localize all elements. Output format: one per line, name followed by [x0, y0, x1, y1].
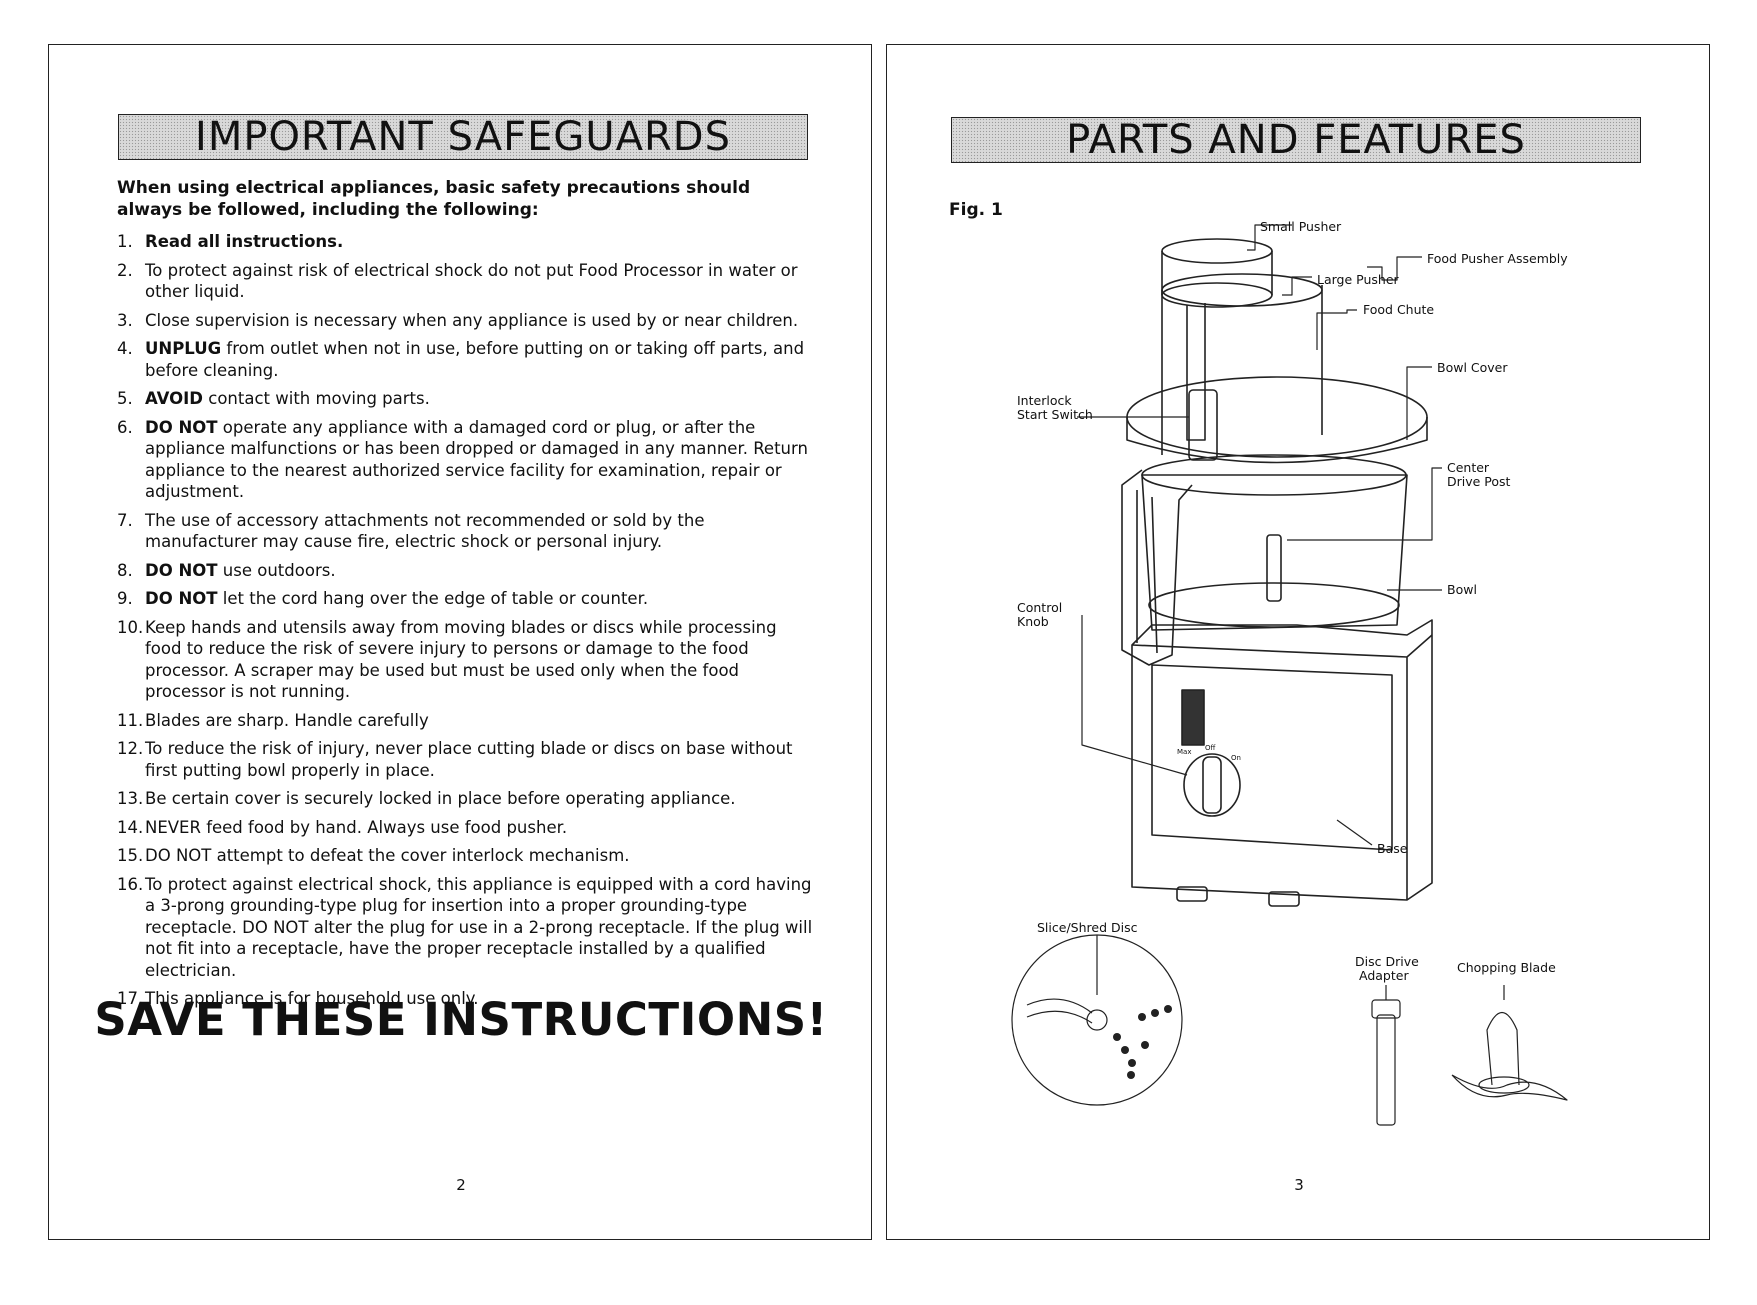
knob-label-max: Max	[1177, 748, 1192, 756]
safeguard-number: 15.	[117, 846, 144, 865]
base-shape	[1131, 619, 1433, 901]
safeguard-emphasis: UNPLUG	[145, 339, 222, 358]
right-page: PARTS AND FEATURES Fig. 1	[886, 44, 1710, 1240]
safeguard-item: 11.Blades are sharp. Handle carefully	[117, 710, 817, 732]
safeguard-emphasis: AVOID	[145, 389, 203, 408]
safeguard-number: 14.	[117, 817, 144, 837]
safeguard-number: 5.	[117, 389, 133, 408]
drive-post-shape	[1266, 534, 1282, 602]
safeguard-number: 16.	[117, 874, 144, 894]
figure-label: Fig. 1	[949, 200, 1003, 220]
safeguard-item: 2. To protect against risk of electrical …	[117, 260, 817, 303]
safeguard-item: 8. DO NOT use outdoors.	[117, 560, 817, 582]
knob-label-off: Off	[1205, 744, 1216, 752]
safeguards-list: 1. Read all instructions. 2. To protect aga…	[117, 231, 817, 1017]
safeguard-item: 13.Be certain cover is securely locked i…	[117, 788, 817, 810]
safeguard-text: DO NOT attempt to defeat the cover inter…	[145, 846, 630, 865]
page-number: 3	[1294, 1176, 1304, 1194]
label-food-pusher-assembly: Food Pusher Assembly	[1427, 251, 1568, 266]
safeguard-emphasis: Read all instructions.	[145, 232, 344, 251]
bowl-shape	[1141, 474, 1408, 631]
label-bowl: Bowl	[1447, 582, 1477, 597]
label-drive-post: Drive Post	[1447, 474, 1511, 489]
safeguard-text: To protect against electrical shock, thi…	[145, 874, 813, 980]
save-instructions-heading: SAVE THESE INSTRUCTIONS!	[94, 993, 828, 1046]
safeguard-item: 9. DO NOT let the cord hang over the edge…	[117, 588, 817, 610]
label-center: Center	[1447, 460, 1490, 475]
safeguard-number: 10.	[117, 617, 144, 637]
safeguard-text: Keep hands and utensils away from moving…	[145, 617, 777, 702]
safeguard-item: 7. The use of accessory attachments not r…	[117, 510, 817, 553]
safeguard-item: 4. UNPLUG from outlet when not in use, be…	[117, 338, 817, 381]
knob-label-on: On	[1231, 754, 1241, 762]
label-control: Control	[1017, 600, 1063, 615]
safeguard-text: operate any appliance with a damaged cor…	[145, 417, 808, 502]
safeguard-text: contact with moving parts.	[203, 389, 430, 408]
brand-logo-text: Kenmore	[1173, 709, 1182, 745]
label-knob: Knob	[1017, 614, 1049, 629]
safeguard-text: The use of accessory attachments not rec…	[145, 510, 705, 552]
safeguard-number: 4.	[117, 339, 133, 358]
safeguard-item: 6. DO NOT operate any appliance with a da…	[117, 417, 817, 503]
safeguard-number: 11.	[117, 710, 144, 730]
safeguard-text: NEVER feed food by hand. Always use food…	[145, 817, 568, 837]
safeguard-text: Close supervision is necessary when any …	[145, 310, 799, 330]
label-bowl-cover: Bowl Cover	[1437, 360, 1508, 375]
safeguard-number: 13.	[117, 789, 144, 808]
label-slice-shred-disc: Slice/Shred Disc	[1037, 920, 1138, 935]
safeguard-number: 9.	[117, 589, 133, 608]
safeguard-item: 14.NEVER feed food by hand. Always use f…	[117, 817, 817, 839]
left-page: IMPORTANT SAFEGUARDS When using electric…	[48, 44, 872, 1240]
safeguard-emphasis: DO NOT	[145, 589, 218, 608]
safeguard-text: This appliance is for household use only…	[145, 989, 479, 1008]
label-chopping-blade: Chopping Blade	[1457, 960, 1556, 975]
safeguard-item: 17.This appliance is for household use o…	[117, 988, 817, 1010]
safeguard-number: 2.	[117, 260, 133, 280]
safeguard-text: To reduce the risk of injury, never plac…	[145, 739, 793, 780]
safeguard-item: 1. Read all instructions.	[117, 231, 817, 253]
safeguard-number: 8.	[117, 560, 133, 580]
safeguards-intro: When using electrical appliances, basic …	[117, 178, 751, 220]
safeguard-number: 17.	[117, 989, 144, 1008]
safeguard-number: 6.	[117, 417, 133, 437]
bowl-handle-shape	[1121, 469, 1193, 666]
safeguard-item: 3. Close supervision is necessary when an…	[117, 310, 817, 332]
safeguard-item: 10.Keep hands and utensils away from mov…	[117, 617, 817, 703]
safeguard-text: Be certain cover is securely locked in p…	[145, 789, 736, 808]
safeguard-emphasis: DO NOT	[145, 560, 218, 580]
page-number: 2	[456, 1176, 466, 1194]
safeguard-number: 12.	[117, 739, 144, 758]
safeguard-text: let the cord hang over the edge of table…	[217, 589, 649, 608]
label-adapter: Adapter	[1359, 968, 1409, 983]
safeguards-heading: IMPORTANT SAFEGUARDS	[195, 114, 731, 160]
safeguard-text: from outlet when not in use, before putt…	[145, 339, 805, 380]
safeguard-text: Blades are sharp. Handle carefully	[145, 710, 429, 730]
parts-banner: PARTS AND FEATURES	[951, 117, 1641, 163]
food-chute-shape	[1161, 285, 1323, 455]
chopping-blade-shape	[1486, 1011, 1520, 1086]
safeguard-item: 5. AVOID contact with moving parts.	[117, 388, 817, 410]
safeguards-banner: IMPORTANT SAFEGUARDS	[118, 114, 808, 160]
safeguard-number: 1.	[117, 232, 133, 251]
safeguard-emphasis: DO NOT	[145, 417, 218, 437]
safeguard-number: 3.	[117, 310, 133, 330]
safeguard-text: To protect against risk of electrical sh…	[145, 260, 798, 302]
label-base: Base	[1377, 841, 1408, 856]
label-large-pusher: Large Pusher	[1317, 272, 1399, 287]
safeguard-item: 16.To protect against electrical shock, …	[117, 874, 817, 982]
control-knob-shape	[1183, 753, 1241, 817]
disc-drive-adapter-shape	[1376, 1014, 1396, 1126]
parts-heading: PARTS AND FEATURES	[1066, 117, 1526, 163]
label-start-switch: Start Switch	[1017, 407, 1093, 422]
brand-badge	[1181, 689, 1205, 746]
label-interlock: Interlock	[1017, 393, 1072, 408]
safeguard-number: 7.	[117, 510, 133, 530]
label-small-pusher: Small Pusher	[1260, 219, 1342, 234]
label-food-chute: Food Chute	[1363, 302, 1435, 317]
food-processor-illustration	[1011, 224, 1568, 1126]
safeguard-text: use outdoors.	[217, 560, 336, 580]
safeguard-item: 12.To reduce the risk of injury, never p…	[117, 738, 817, 781]
safeguard-item: 15.DO NOT attempt to defeat the cover in…	[117, 845, 817, 867]
label-disc-drive: Disc Drive	[1355, 954, 1419, 969]
